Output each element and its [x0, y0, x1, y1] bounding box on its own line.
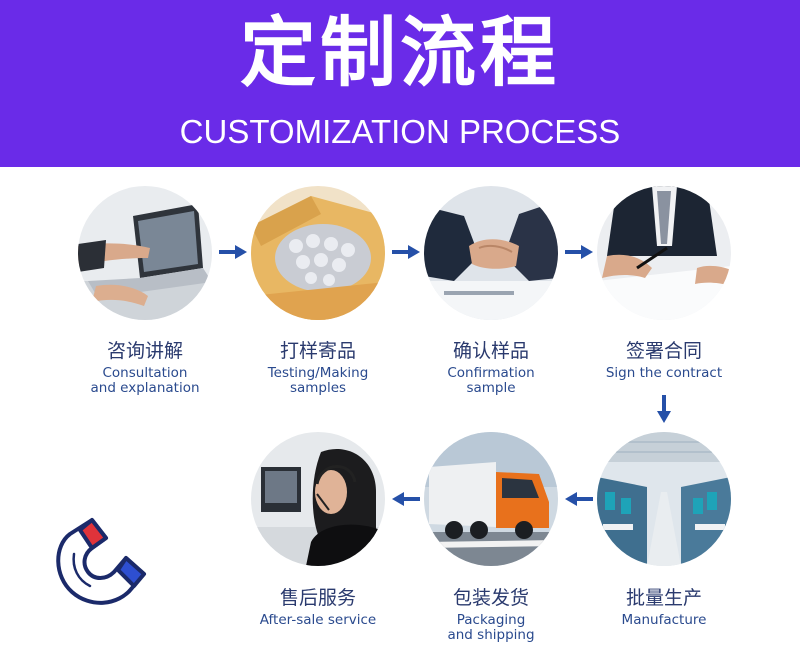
- step-label-en: Sign the contract: [605, 365, 723, 381]
- handshake-photo: [424, 186, 558, 320]
- page-title-cn: 定制流程: [240, 8, 560, 97]
- step-label-en: Testing/Making: [267, 365, 369, 381]
- step-label-en: Manufacture: [621, 612, 707, 628]
- step-label-cn: 打样寄品: [279, 340, 356, 362]
- box-bubble-wrap-photo: [251, 186, 385, 320]
- step-label-en: Packaging: [456, 612, 526, 628]
- laptop-hand-photo: [78, 186, 212, 320]
- arrow-right-icon: [392, 245, 420, 259]
- factory-photo: [597, 432, 731, 566]
- step-label-en: After-sale service: [259, 612, 377, 628]
- signing-photo: [597, 186, 731, 320]
- step-label-cn: 签署合同: [625, 340, 702, 362]
- arrow-right-icon: [565, 245, 593, 259]
- headset-agent-photo: [251, 432, 385, 566]
- step-label-cn: 售后服务: [279, 587, 356, 609]
- step-label-en: Confirmation: [447, 365, 535, 381]
- arrow-left-icon: [392, 492, 420, 506]
- arrow-right-icon: [219, 245, 247, 259]
- truck-photo: [424, 432, 558, 566]
- arrow-left-icon: [565, 492, 593, 506]
- step-label-en: samples: [289, 380, 347, 396]
- step-label-cn: 确认样品: [452, 340, 529, 362]
- step-label-en: Consultation: [102, 365, 188, 381]
- magnet-icon: [56, 518, 146, 605]
- step-label-cn: 包装发货: [452, 587, 529, 609]
- step-label-en: and shipping: [447, 627, 535, 643]
- step-label-cn: 咨询讲解: [106, 340, 183, 362]
- header-banner: 定制流程 CUSTOMIZATION PROCESS: [0, 0, 800, 167]
- step-label-en: sample: [466, 380, 516, 396]
- page-title-en: CUSTOMIZATION PROCESS: [179, 113, 621, 150]
- arrow-down-icon: [657, 395, 671, 423]
- step-label-cn: 批量生产: [625, 587, 702, 609]
- step-label-en: and explanation: [90, 380, 200, 396]
